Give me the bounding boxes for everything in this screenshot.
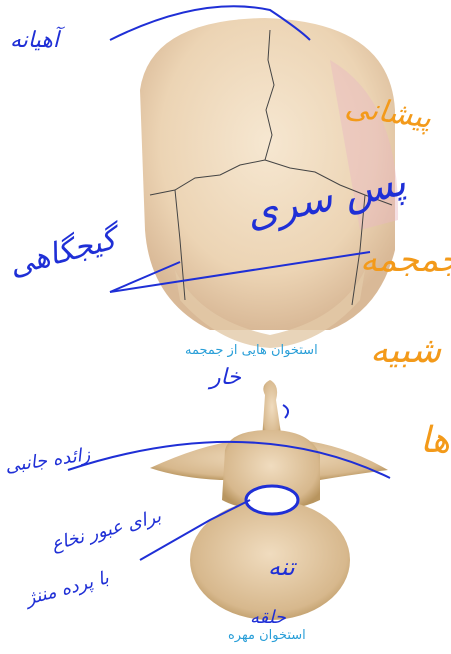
label-orange-3: شبیه xyxy=(370,330,441,371)
label-parietal: آهیانه xyxy=(10,28,59,53)
label-spine: خار xyxy=(210,365,241,390)
vertebra-illustration xyxy=(150,380,388,620)
label-orange-4: ها xyxy=(420,420,450,461)
label-body: تنه xyxy=(268,553,295,581)
caption-vertebra: استخوان مهره xyxy=(228,628,306,643)
vertebral-foramen xyxy=(246,486,298,514)
label-foramen: حلقه xyxy=(250,607,286,628)
label-orange-2: جمجمه xyxy=(360,240,451,280)
caption-skull: استخوان هایی از جمجمه xyxy=(185,343,318,358)
